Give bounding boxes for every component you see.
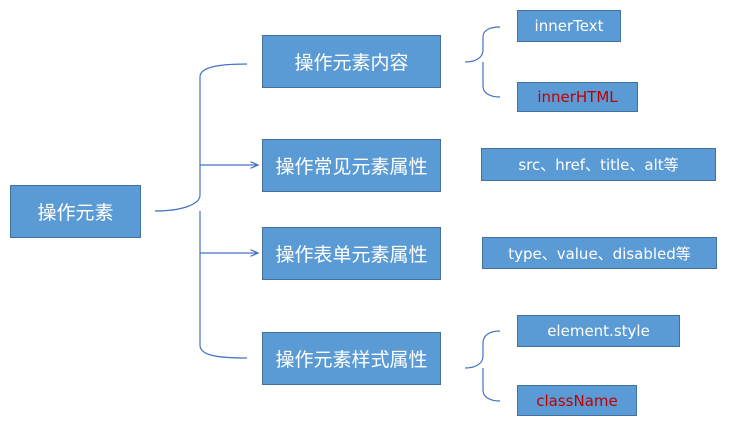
root-node-label: 操作元素 [37,202,114,224]
leaf-classname-label: className [536,391,618,410]
branch-common-attrs: 操作常见元素属性 [262,139,441,192]
leaf-innerhtml-label: innerHTML [537,88,618,106]
branch-common-attrs-label: 操作常见元素属性 [275,156,428,178]
leaf-innerhtml: innerHTML [517,82,638,112]
branch-style-attrs: 操作元素样式属性 [262,332,441,385]
content-brace [464,26,501,98]
root-brace [154,63,248,359]
leaf-element-style-label: element.style [547,322,650,340]
leaf-innertext-label: innerText [534,17,604,35]
leaf-element-style: element.style [517,315,680,347]
branch-form-attrs: 操作表单元素属性 [262,227,441,280]
leaf-innertext: innerText [517,10,621,42]
leaf-classname: className [517,385,637,416]
branch-content-label: 操作元素内容 [294,52,409,74]
leaf-form-attrs: type、value、disabled等 [482,237,717,269]
branch-form-attrs-label: 操作表单元素属性 [275,244,428,266]
style-brace [464,330,501,402]
branch-content: 操作元素内容 [262,35,441,88]
leaf-form-attrs-label: type、value、disabled等 [508,244,691,263]
leaf-common-attrs-label: src、href、title、alt等 [518,156,679,174]
leaf-common-attrs: src、href、title、alt等 [481,148,716,181]
branch-style-attrs-label: 操作元素样式属性 [275,349,428,371]
root-node: 操作元素 [10,185,141,238]
